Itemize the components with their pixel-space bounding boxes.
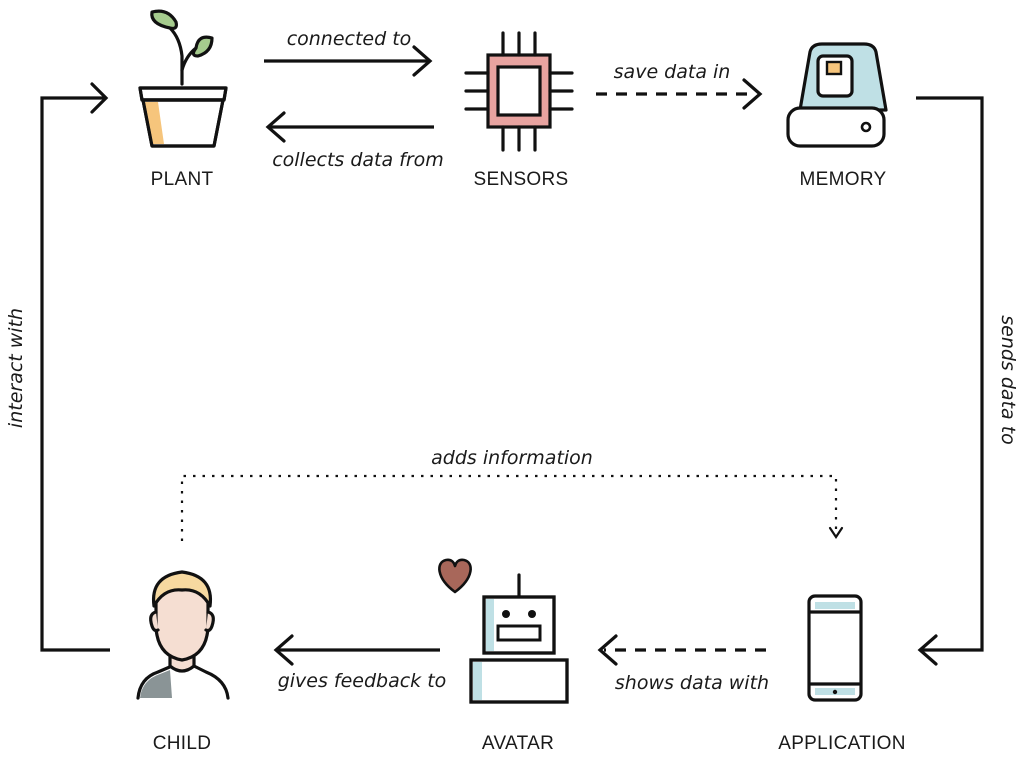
application-label: APPLICATION <box>778 733 906 754</box>
hard-drive-icon <box>786 42 888 148</box>
edge-label-collects-data-from: collects data from <box>272 149 444 171</box>
robot-icon <box>469 573 569 704</box>
person-icon <box>136 570 230 700</box>
microchip-icon <box>464 31 574 152</box>
child-label: CHILD <box>153 733 212 754</box>
edge-label-save-data-in: save data in <box>614 61 731 83</box>
edge-sends-data-to <box>916 96 984 666</box>
heart-icon <box>438 558 472 594</box>
edge-save-data-in <box>596 78 763 110</box>
edge-label-gives-feedback-to: gives feedback to <box>278 670 447 692</box>
edge-label-shows-data-with: shows data with <box>615 672 769 694</box>
edge-connected-to <box>264 45 433 77</box>
edge-collects-data-from <box>265 111 434 143</box>
edge-shows-data-with <box>597 634 766 666</box>
edge-label-interact-with: interact with <box>5 308 27 428</box>
sensors-label: SENSORS <box>473 169 568 190</box>
avatar-label: AVATAR <box>482 733 554 754</box>
edge-label-sends-data-to: sends data to <box>997 315 1019 445</box>
edge-adds-information <box>180 474 844 541</box>
smartphone-icon <box>807 594 863 702</box>
plant-label: PLANT <box>151 169 214 190</box>
edge-label-connected-to: connected to <box>287 28 412 50</box>
potted-plant-icon <box>138 9 228 148</box>
edge-label-adds-information: adds information <box>431 447 593 469</box>
edge-interact-with <box>40 82 110 652</box>
memory-label: MEMORY <box>800 169 887 190</box>
edge-gives-feedback-to <box>273 634 440 666</box>
